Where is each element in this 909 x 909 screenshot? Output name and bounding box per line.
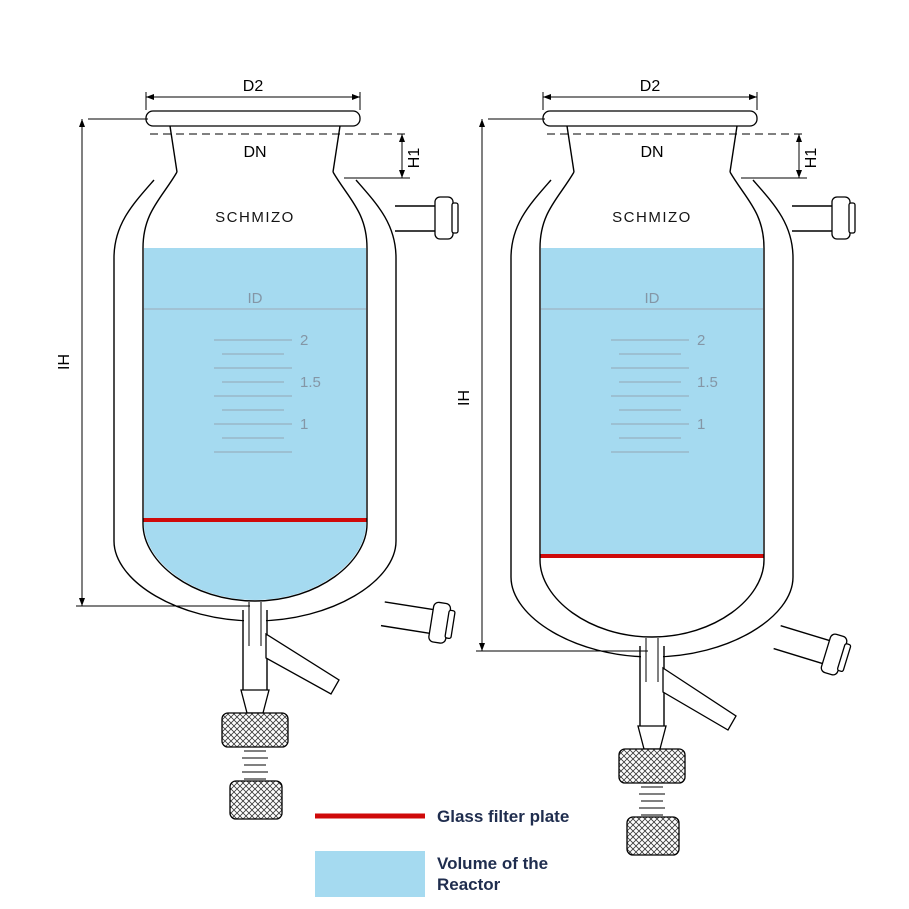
port-cap-end	[444, 609, 456, 640]
vessel-left: ID 2 1.5 1 SCHMIZO	[56, 78, 459, 820]
side-port-top	[394, 196, 459, 240]
port-cap-end	[836, 643, 852, 673]
ih-label: IH	[456, 390, 473, 406]
bottom-drain-valve	[618, 638, 737, 856]
inner-vessel-wall	[142, 171, 368, 602]
drain-outlet-tube	[662, 666, 737, 731]
side-port-bottom	[380, 600, 456, 644]
valve-threaded-stem	[639, 786, 665, 816]
d2-label: D2	[640, 78, 661, 95]
graduation-label-1: 1	[300, 416, 308, 433]
top-flange	[542, 110, 758, 127]
drain-bore	[244, 602, 266, 690]
port-cap-end	[451, 202, 459, 234]
port-tube	[773, 647, 824, 665]
graduation-label-2: 2	[300, 332, 308, 349]
neck-flange: DN	[542, 110, 804, 173]
legend-filter-plate-label: Glass filter plate	[437, 807, 569, 826]
dimension-ih: IH	[456, 118, 648, 652]
dimension-d2: D2	[145, 78, 361, 110]
legend-volume-label-line2: Reactor	[437, 875, 501, 894]
h1-label: H1	[406, 148, 423, 169]
dn-label: DN	[243, 144, 266, 161]
valve-cone-joint	[240, 689, 270, 714]
dimension-d2: D2	[542, 78, 758, 110]
brand-label: SCHMIZO	[612, 209, 692, 226]
top-flange	[145, 110, 361, 127]
neck-wall	[169, 125, 178, 173]
valve-cone-joint	[637, 725, 667, 750]
dimension-h1: H1	[344, 134, 423, 179]
dn-label: DN	[640, 144, 663, 161]
neck-wall	[332, 125, 341, 173]
port-opening	[773, 624, 831, 665]
port-tube	[384, 601, 435, 611]
port-opening	[380, 600, 435, 635]
valve-knurled-knob-upper	[618, 748, 686, 784]
valve-knurled-knob-lower	[229, 780, 283, 820]
inner-vessel-wall	[539, 171, 765, 638]
neck-flange: DN	[145, 110, 407, 173]
graduation-label-1-5: 1.5	[697, 374, 718, 391]
bottom-drain-valve	[221, 602, 340, 820]
reactor-volume-fill	[541, 248, 763, 556]
legend: Glass filter plate Volume of the Reactor	[315, 807, 569, 897]
graduation-label-2: 2	[697, 332, 705, 349]
valve-knurled-knob-upper	[221, 712, 289, 748]
ih-label: IH	[56, 354, 73, 370]
neck-wall	[566, 125, 575, 173]
neck-wall	[729, 125, 738, 173]
graduation-label-1: 1	[697, 416, 705, 433]
legend-volume-swatch	[315, 851, 425, 897]
port-opening	[394, 205, 436, 232]
graduation-label-1-5: 1.5	[300, 374, 321, 391]
port-cap-end	[848, 202, 856, 234]
id-label: ID	[248, 290, 263, 307]
dimension-ih: IH	[56, 118, 250, 607]
valve-knurled-knob-lower	[626, 816, 680, 856]
port-cap	[831, 196, 851, 240]
h1-label: H1	[803, 148, 820, 169]
side-port-bottom	[773, 624, 852, 676]
port-cap	[434, 196, 454, 240]
port-tube	[780, 624, 831, 642]
graduation-marks	[611, 339, 689, 453]
vessel-right: ID 2 1.5 1 SCHMIZO	[456, 78, 856, 856]
d2-label: D2	[243, 78, 264, 95]
legend-volume-label-line1: Volume of the	[437, 854, 548, 873]
brand-label: SCHMIZO	[215, 209, 295, 226]
drain-outlet-tube	[265, 632, 340, 695]
port-tube	[380, 624, 431, 635]
valve-threaded-stem	[242, 750, 268, 780]
id-label: ID	[645, 290, 660, 307]
side-port-top	[791, 196, 856, 240]
port-opening	[791, 205, 833, 232]
graduation-marks	[214, 339, 292, 453]
dimension-h1: H1	[741, 134, 820, 179]
